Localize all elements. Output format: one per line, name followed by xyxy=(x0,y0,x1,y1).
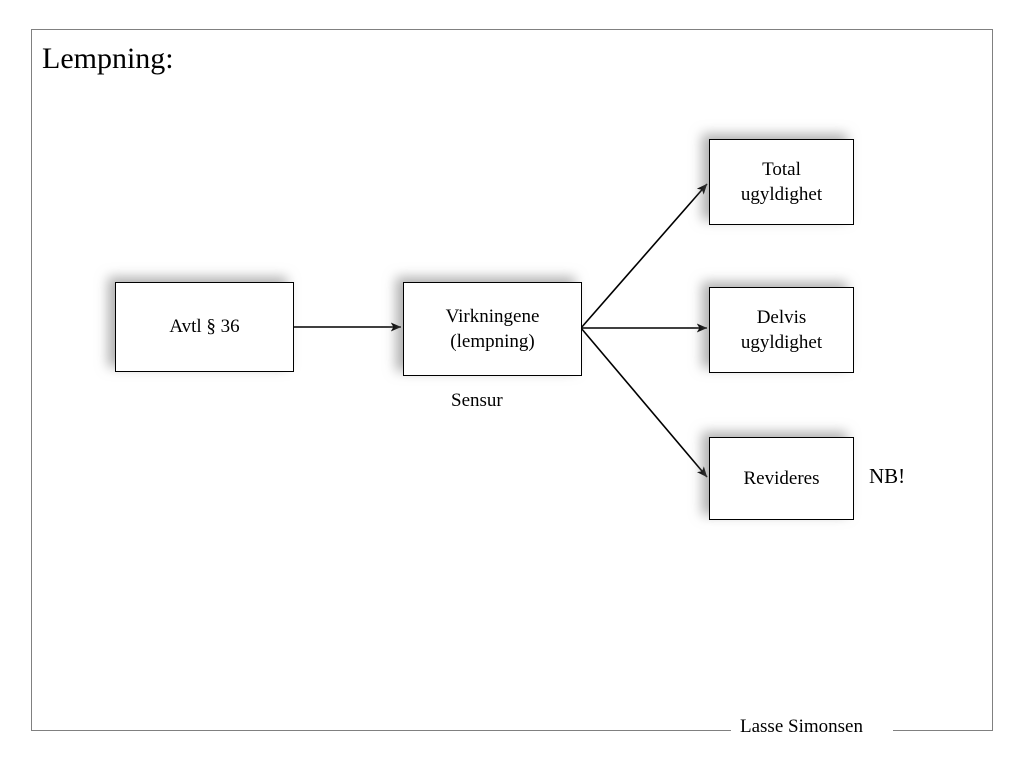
node-avtl-36-label: Avtl § 36 xyxy=(169,316,240,338)
slide-frame-left xyxy=(31,29,32,731)
node-avtl-36[interactable]: Avtl § 36 xyxy=(115,282,294,372)
node-total-ugyldighet-label: Total ugyldighet xyxy=(740,158,823,205)
caption-nb: NB! xyxy=(869,464,906,488)
node-revideres[interactable]: Revideres xyxy=(709,437,854,520)
slide-frame-bottom-right xyxy=(893,730,993,731)
node-revideres-label: Revideres xyxy=(743,467,820,489)
edge-effect-to-total xyxy=(580,183,708,329)
node-total-ugyldighet[interactable]: Total ugyldighet xyxy=(709,139,854,225)
node-delvis-ugyldighet-label: Delvis ugyldighet xyxy=(740,306,823,353)
node-delvis-ugyldighet[interactable]: Delvis ugyldighet xyxy=(709,287,854,373)
caption-sensur: Sensur xyxy=(451,390,503,411)
slide-frame-right xyxy=(992,29,993,731)
footer-author: Lasse Simonsen xyxy=(740,716,863,737)
slide-title: Lempning: xyxy=(42,42,174,75)
slide-frame-bottom-left xyxy=(31,730,731,731)
node-virkningene[interactable]: Virkningene (lempning) xyxy=(403,282,582,376)
slide-frame-top xyxy=(31,29,993,30)
node-virkningene-label: Virkningene (lempning) xyxy=(445,305,540,352)
edge-effect-to-revise xyxy=(580,327,708,478)
